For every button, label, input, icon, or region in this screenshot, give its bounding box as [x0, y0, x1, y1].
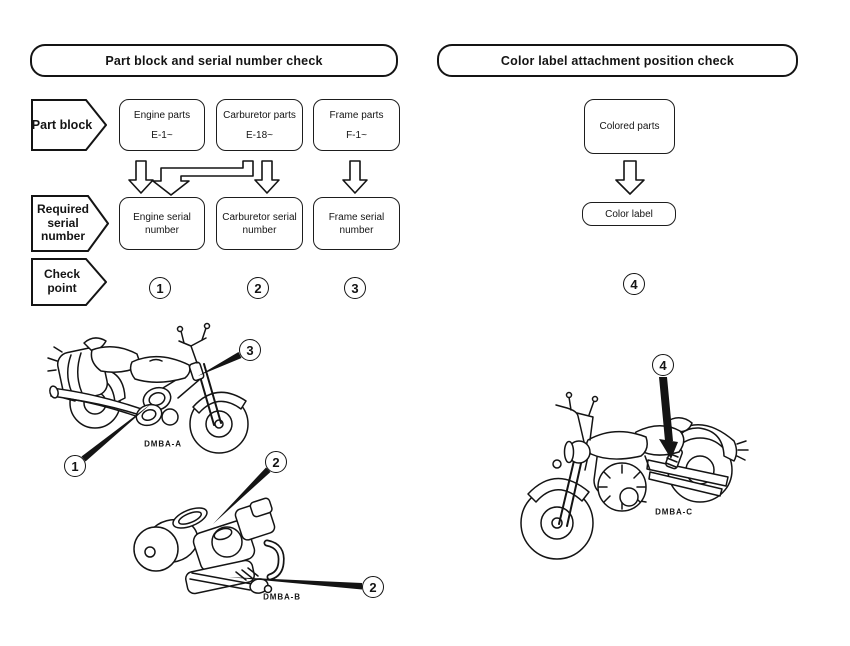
pointer-3-to-frame-neck	[198, 352, 242, 376]
callout-2-side-number: 2	[369, 579, 377, 595]
box-carburetor-parts: Carburetor parts E-18~	[216, 99, 303, 151]
colored-parts-text: Colored parts	[599, 121, 660, 132]
left-section-title: Part block and serial number check	[105, 53, 323, 68]
figure-code-bike-c: DMBA-C	[655, 507, 693, 517]
callout-pointers	[81, 352, 678, 590]
figure-code-carb-b: DMBA-B	[263, 592, 301, 602]
callout-badge-2-carb-side: 2	[362, 576, 384, 598]
pentagon-shape	[31, 258, 107, 306]
check-point-2: 2	[247, 277, 269, 299]
box-colored-parts: Colored parts	[584, 99, 675, 154]
required-serial-label: Required serial number	[36, 201, 89, 244]
callout-badge-2-carb-top: 2	[265, 451, 287, 473]
arrow-color-down	[615, 160, 645, 195]
frame-parts-code: F-1~	[346, 129, 367, 141]
check-point-label: Check point	[43, 267, 81, 295]
pointer-4-shaft	[659, 377, 673, 441]
box-frame-serial: Frame serial number	[313, 197, 400, 250]
pointer-2-to-carb-side	[228, 577, 362, 590]
callout-3-number: 3	[246, 342, 254, 358]
carburetor-parts-name: Carburetor parts	[223, 109, 296, 121]
callout-2-top-number: 2	[272, 454, 280, 470]
callout-4-number: 4	[659, 357, 667, 373]
pentagon-shape	[31, 99, 107, 151]
carburetor-serial-text: Carburetor serial number	[222, 211, 297, 236]
flow-arrows	[128, 160, 645, 196]
frame-parts-name: Frame parts	[329, 109, 384, 121]
box-frame-parts: Frame parts F-1~	[313, 99, 400, 151]
callout-badge-1-bike-a: 1	[64, 455, 86, 477]
check-point-4-number: 4	[630, 276, 638, 292]
arrow-frame-down	[342, 160, 368, 194]
callout-badge-4-bike-c: 4	[652, 354, 674, 376]
check-point-3: 3	[344, 277, 366, 299]
pointer-1-to-engine	[81, 403, 152, 462]
check-point-2-number: 2	[254, 280, 262, 296]
box-carburetor-serial: Carburetor serial number	[216, 197, 303, 250]
callout-badge-3-bike-a: 3	[239, 339, 261, 361]
figure-code-bike-a: DMBA-A	[144, 439, 182, 449]
frame-serial-text: Frame serial number	[328, 211, 385, 236]
check-point-1-number: 1	[156, 280, 164, 296]
pointer-4-head	[659, 439, 678, 459]
check-point-1: 1	[149, 277, 171, 299]
arrow-engine-down	[128, 160, 154, 194]
box-engine-parts: Engine parts E-1~	[119, 99, 205, 151]
engine-serial-text: Engine serial number	[133, 211, 191, 236]
right-section-title-banner: Color label attachment position check	[437, 44, 798, 77]
arrow-carb-down	[254, 160, 280, 194]
arrow-carb-to-engine-elbow	[152, 160, 254, 196]
pointer-2-to-carb-top	[213, 467, 271, 524]
row-label-required-serial: Required serial number	[31, 195, 109, 252]
carburetor-parts-code: E-18~	[246, 129, 273, 141]
left-section-title-banner: Part block and serial number check	[30, 44, 398, 77]
motorcycle-c-illustration	[520, 391, 749, 560]
box-engine-serial: Engine serial number	[119, 197, 205, 250]
row-label-check-point: Check point	[31, 258, 107, 306]
pentagon-shape	[31, 195, 109, 252]
right-section-title: Color label attachment position check	[500, 53, 735, 68]
part-block-label: Part block	[31, 117, 93, 132]
callout-1-number: 1	[71, 458, 79, 474]
check-point-3-number: 3	[351, 280, 359, 296]
engine-parts-code: E-1~	[151, 129, 173, 141]
engine-parts-name: Engine parts	[133, 109, 191, 121]
row-label-part-block: Part block	[31, 99, 107, 151]
color-label-text: Color label	[605, 208, 653, 220]
box-color-label: Color label	[582, 202, 676, 226]
carburetor-b-illustration	[133, 497, 285, 595]
motorcycle-a-illustration	[47, 322, 249, 454]
check-point-4: 4	[623, 273, 645, 295]
